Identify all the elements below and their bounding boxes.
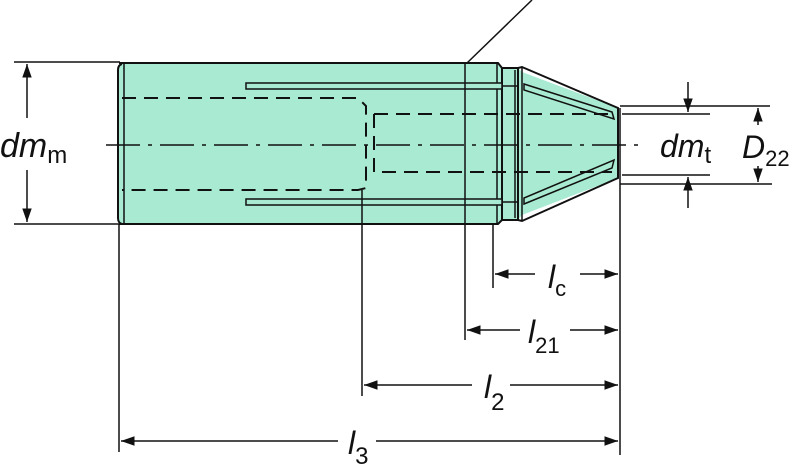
svg-text:dmm: dmm [0, 127, 67, 169]
dim-lc: lc [495, 259, 618, 301]
dim-dmm: dmm [0, 64, 67, 222]
label-l2: l [484, 369, 492, 405]
svg-text:dmt: dmt [660, 128, 711, 169]
label-l3: l [348, 425, 356, 461]
collet-body [14, 0, 619, 340]
dim-l21: l21 [467, 314, 618, 358]
extension-lines [118, 105, 772, 455]
label-l21: l [528, 314, 536, 350]
svg-text:lc: lc [548, 259, 566, 301]
label-lc: l [548, 259, 556, 295]
hidden-lines [122, 97, 612, 191]
svg-text:l2: l2 [484, 369, 504, 416]
label-dmm: dm [0, 127, 47, 165]
dim-dmt: dmt [660, 82, 711, 208]
dim-l3: l3 [121, 425, 618, 466]
label-D22: D [742, 129, 765, 165]
label-dmt: dm [660, 128, 704, 164]
svg-text:l3: l3 [348, 425, 368, 466]
dim-D22: D22 [742, 108, 790, 182]
svg-text:D22: D22 [742, 129, 790, 171]
svg-text:l21: l21 [528, 314, 560, 358]
dim-l2: l2 [364, 369, 618, 416]
